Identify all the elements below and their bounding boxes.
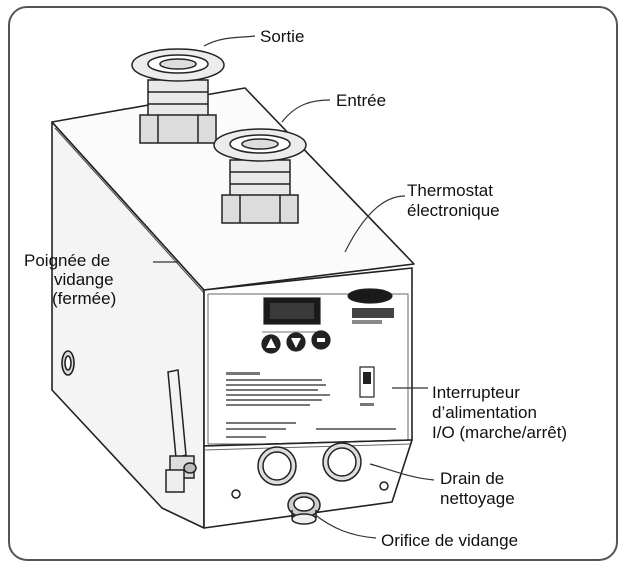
drain-orifice	[287, 492, 321, 525]
label-drain-line2: nettoyage	[440, 489, 515, 508]
frame-border	[8, 6, 618, 561]
label-poignee-line1: Poignée de	[24, 251, 110, 270]
label-interrupteur-line3: I/O (marche/arrêt)	[432, 423, 567, 442]
brand-logo	[347, 288, 393, 304]
drain-handle	[165, 369, 197, 493]
label-entree: Entrée	[336, 91, 386, 110]
inlet-fitting	[213, 128, 307, 224]
down-arrow-icon	[291, 338, 301, 348]
label-thermostat-line1: Thermostat	[407, 181, 493, 200]
cleaning-drains	[231, 442, 389, 499]
label-orifice: Orifice de vidange	[381, 531, 518, 550]
product-logo	[352, 308, 394, 318]
label-drain-line1: Drain de	[440, 469, 504, 488]
callout-lines	[153, 35, 435, 539]
label-sortie: Sortie	[260, 27, 304, 46]
callout-labels: Sortie Entrée Thermostat électronique Po…	[24, 27, 567, 550]
label-poignee-line2: vidange	[54, 270, 114, 289]
outlet-fitting	[131, 48, 225, 144]
control-panel	[226, 288, 396, 438]
label-interrupteur-line2: d’alimentation	[432, 403, 537, 422]
label-interrupteur-line1: Interrupteur	[432, 383, 520, 402]
label-poignee-line3: (fermée)	[52, 289, 116, 308]
label-thermostat-line2: électronique	[407, 201, 500, 220]
warning-text-block	[226, 372, 396, 438]
up-arrow-icon	[266, 338, 276, 348]
